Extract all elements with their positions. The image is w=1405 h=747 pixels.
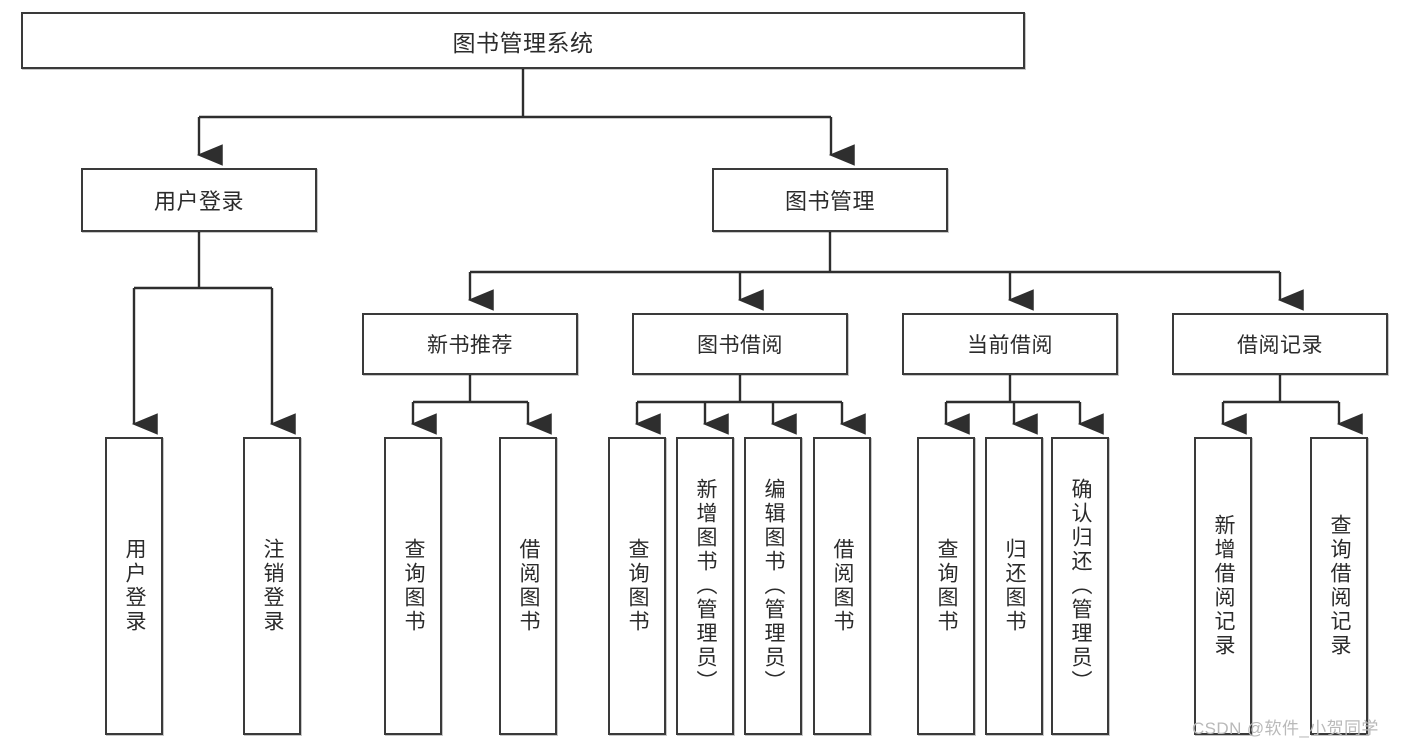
node-label: 图书借阅 xyxy=(697,334,783,357)
node-label: 查询借阅记录 xyxy=(1328,514,1352,658)
node-label: 新增借阅记录 xyxy=(1212,514,1236,658)
node-new-book-recommend[interactable]: 新书推荐 xyxy=(362,313,578,375)
node-label: 图书管理系统 xyxy=(452,29,594,56)
node-label: 注销登录 xyxy=(261,538,285,634)
node-label: 查询图书 xyxy=(935,538,959,634)
node-borrow-record[interactable]: 借阅记录 xyxy=(1172,313,1388,375)
node-label: 用户登录 xyxy=(123,538,147,634)
node-label: 编辑图书（管理员） xyxy=(762,478,786,694)
node-label: 借阅图书 xyxy=(831,538,855,634)
leaf-book-borrow-0[interactable]: 查询图书 xyxy=(608,437,666,735)
leaf-borrow-record-0[interactable]: 新增借阅记录 xyxy=(1194,437,1252,735)
leaf-borrow-record-1[interactable]: 查询借阅记录 xyxy=(1310,437,1368,735)
node-current-borrow[interactable]: 当前借阅 xyxy=(902,313,1118,375)
node-book-borrow[interactable]: 图书借阅 xyxy=(632,313,848,375)
node-user-login[interactable]: 用户登录 xyxy=(81,168,317,232)
node-label: 新书推荐 xyxy=(427,334,513,357)
leaf-user-login-1[interactable]: 注销登录 xyxy=(243,437,301,735)
leaf-current-borrow-0[interactable]: 查询图书 xyxy=(917,437,975,735)
node-label: 归还图书 xyxy=(1003,538,1027,634)
node-label: 新增图书（管理员） xyxy=(694,478,718,694)
node-label: 确认归还（管理员） xyxy=(1069,478,1093,694)
leaf-current-borrow-1[interactable]: 归还图书 xyxy=(985,437,1043,735)
node-label: 借阅记录 xyxy=(1237,334,1323,357)
node-label: 图书管理 xyxy=(784,189,875,214)
node-root-system[interactable]: 图书管理系统 xyxy=(21,12,1025,69)
leaf-book-borrow-3[interactable]: 借阅图书 xyxy=(813,437,871,735)
leaf-new-book-recommend-1[interactable]: 借阅图书 xyxy=(499,437,557,735)
node-label: 借阅图书 xyxy=(517,538,541,634)
node-label: 查询图书 xyxy=(626,538,650,634)
node-label: 当前借阅 xyxy=(967,334,1053,357)
leaf-user-login-0[interactable]: 用户登录 xyxy=(105,437,163,735)
leaf-current-borrow-2[interactable]: 确认归还（管理员） xyxy=(1051,437,1109,735)
leaf-new-book-recommend-0[interactable]: 查询图书 xyxy=(384,437,442,735)
node-label: 用户登录 xyxy=(153,189,244,214)
leaf-book-borrow-1[interactable]: 新增图书（管理员） xyxy=(676,437,734,735)
node-label: 查询图书 xyxy=(402,538,426,634)
leaf-book-borrow-2[interactable]: 编辑图书（管理员） xyxy=(744,437,802,735)
node-book-management[interactable]: 图书管理 xyxy=(712,168,948,232)
csdn-watermark: CSDN @软件_小贺同学 xyxy=(1192,719,1379,738)
